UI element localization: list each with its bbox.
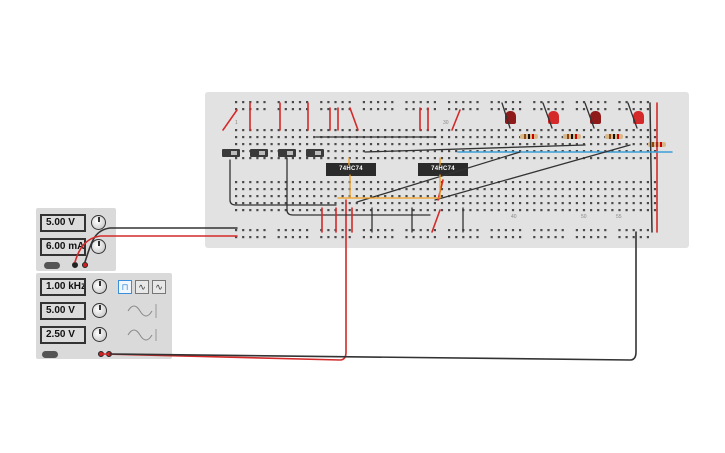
column-label-55: 55 xyxy=(616,214,622,220)
ic-chip-1[interactable]: 74HC74 xyxy=(326,163,376,176)
column-label-1: 1 xyxy=(235,120,238,126)
voltage-readout: 5.00 V xyxy=(40,214,86,232)
square-wave-button[interactable]: ⊓ xyxy=(118,280,132,294)
amplitude-readout: 5.00 V xyxy=(40,302,86,320)
sine-wave-icon: ∿ xyxy=(138,282,146,292)
wire-red-generator xyxy=(102,199,347,361)
current-readout: 6.00 mA xyxy=(40,238,86,256)
led-3[interactable] xyxy=(590,111,601,124)
slide-switch-2[interactable] xyxy=(250,149,268,157)
generator-toggle[interactable] xyxy=(42,351,58,358)
current-knob[interactable] xyxy=(91,239,106,254)
column-label-50: 50 xyxy=(581,214,587,220)
frequency-knob[interactable] xyxy=(92,279,107,294)
slide-switch-3[interactable] xyxy=(278,149,296,157)
square-wave-icon: ⊓ xyxy=(121,282,129,292)
power-toggle[interactable] xyxy=(44,262,60,269)
wire-black-supply xyxy=(84,227,238,263)
led-4[interactable] xyxy=(633,111,644,124)
breadboard[interactable]: 1 30 40 50 55 xyxy=(205,92,689,248)
wire-red-supply xyxy=(74,235,238,263)
resistor-2[interactable] xyxy=(563,134,581,139)
column-label-30: 30 xyxy=(443,120,449,126)
slide-switch-4[interactable] xyxy=(306,149,324,157)
slide-switch-1[interactable] xyxy=(222,149,240,157)
waveform-indicator-icons xyxy=(127,304,157,341)
led-2[interactable] xyxy=(548,111,559,124)
triangle-wave-icon: ∿ xyxy=(155,282,163,292)
ic-chip-2[interactable]: 74HC74 xyxy=(418,163,468,176)
led-1[interactable] xyxy=(505,111,516,124)
function-generator[interactable]: 1.00 kHz 5.00 V 2.50 V ⊓ ∿ ∿ xyxy=(36,273,172,359)
sine-wave-button[interactable]: ∿ xyxy=(135,280,149,294)
wire-black-generator xyxy=(109,231,637,361)
amplitude-knob[interactable] xyxy=(92,303,107,318)
triangle-wave-button[interactable]: ∿ xyxy=(152,280,166,294)
resistor-3[interactable] xyxy=(605,134,623,139)
voltage-knob[interactable] xyxy=(91,215,106,230)
offset-readout: 2.50 V xyxy=(40,326,86,344)
offset-knob[interactable] xyxy=(92,327,107,342)
column-label-40: 40 xyxy=(511,214,517,220)
resistor-1[interactable] xyxy=(520,134,538,139)
frequency-readout: 1.00 kHz xyxy=(40,278,86,296)
